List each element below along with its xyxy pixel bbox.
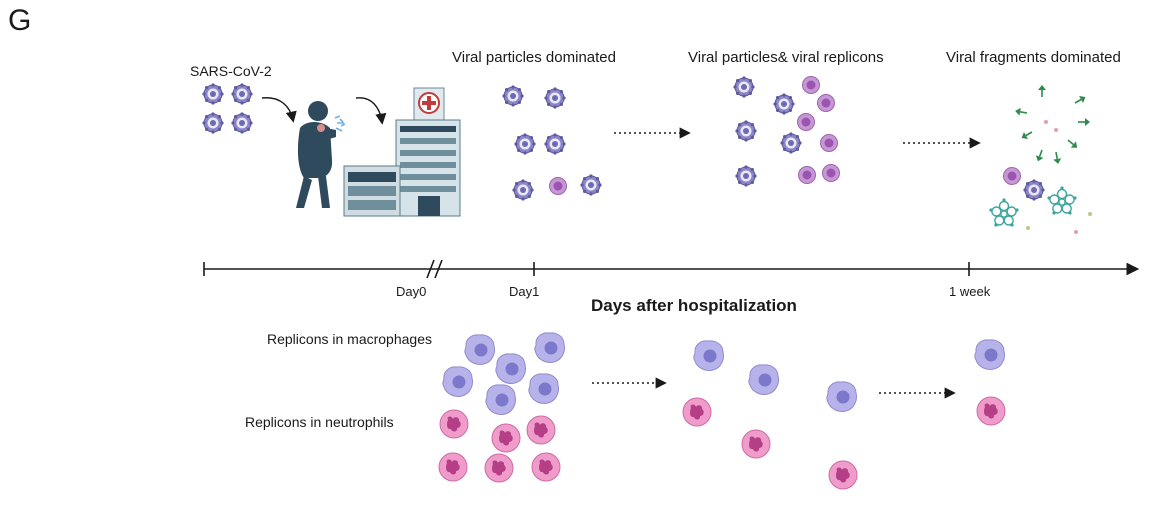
replicon-fragment-icon bbox=[1046, 185, 1078, 216]
virion bbox=[779, 131, 803, 155]
axis-title: Days after hospitalization bbox=[591, 296, 797, 315]
macrophage-icon bbox=[534, 332, 566, 364]
neutrophil-icon bbox=[976, 396, 1006, 426]
tick-label-day0: Day0 bbox=[396, 284, 427, 299]
hospital-icon bbox=[343, 87, 461, 217]
virion bbox=[772, 92, 796, 116]
stage-early-particles bbox=[501, 84, 603, 202]
virion bbox=[201, 111, 225, 135]
macrophage-cluster-early bbox=[442, 332, 566, 416]
axis-break-mark bbox=[426, 259, 435, 279]
macrophage-icon bbox=[528, 373, 560, 405]
tick-label-1-week: 1 week bbox=[949, 284, 991, 299]
macrophage-icon bbox=[748, 364, 780, 396]
infection-arrow bbox=[261, 97, 297, 123]
debris-dot bbox=[1044, 120, 1048, 124]
virion bbox=[230, 111, 254, 135]
virion bbox=[511, 178, 535, 202]
replicon-fragment-icon bbox=[988, 197, 1020, 228]
timeline-axis bbox=[203, 259, 1140, 279]
stage-middle-particles bbox=[732, 75, 840, 188]
spike-fragment-icon bbox=[1037, 84, 1047, 98]
debris-dot bbox=[1054, 128, 1058, 132]
coughing-person-icon bbox=[296, 101, 346, 208]
replicon bbox=[549, 177, 567, 195]
replicon bbox=[802, 76, 820, 94]
neutrophil-icon bbox=[828, 460, 858, 490]
debris-dot bbox=[1074, 230, 1078, 234]
neutrophil-icon bbox=[491, 423, 521, 453]
replicon bbox=[817, 94, 835, 112]
virion bbox=[579, 173, 603, 197]
initial-virions bbox=[201, 82, 254, 135]
virion bbox=[734, 164, 758, 188]
spike-fragment-icon bbox=[1033, 147, 1047, 164]
replicon bbox=[1003, 167, 1021, 185]
neutrophil-cluster-early bbox=[438, 409, 561, 483]
virion bbox=[201, 82, 225, 106]
neutrophil-icon bbox=[741, 429, 771, 459]
tick-label-day1: Day1 bbox=[509, 284, 540, 299]
neutrophil-icon bbox=[682, 397, 712, 427]
virion bbox=[543, 86, 567, 110]
spike-fragment-icon bbox=[1077, 117, 1091, 127]
macrophage-icon bbox=[495, 353, 527, 385]
replicon bbox=[797, 113, 815, 131]
virion bbox=[734, 119, 758, 143]
spike-fragment-icon bbox=[1072, 92, 1089, 108]
macrophage-icon bbox=[485, 384, 517, 416]
virion bbox=[1022, 178, 1046, 202]
debris-dot bbox=[1088, 212, 1092, 216]
macrophage-icon bbox=[693, 340, 725, 372]
stage-label-late: Viral fragments dominated bbox=[946, 49, 1121, 66]
row-label-neutrophils: Replicons in neutrophils bbox=[245, 414, 394, 430]
neutrophil-icon bbox=[439, 409, 469, 439]
spike-fragment-icon bbox=[1018, 127, 1035, 143]
debris-dot bbox=[1026, 226, 1030, 230]
neutrophil-icon bbox=[531, 452, 561, 482]
cell-cluster-middle bbox=[682, 340, 858, 490]
macrophage-icon bbox=[974, 339, 1006, 371]
virion bbox=[513, 132, 537, 156]
virion bbox=[543, 132, 567, 156]
macrophage-icon bbox=[442, 366, 474, 398]
neutrophil-icon bbox=[526, 415, 556, 445]
spike-fragment-icon bbox=[1064, 136, 1081, 152]
replicon bbox=[822, 164, 840, 182]
macrophage-icon bbox=[464, 334, 496, 366]
hospitalization-arrow bbox=[355, 97, 387, 125]
replicon bbox=[820, 134, 838, 152]
virus-label: SARS-CoV-2 bbox=[190, 63, 272, 79]
neutrophil-icon bbox=[484, 453, 514, 483]
virion bbox=[501, 84, 525, 108]
cell-cluster-late bbox=[974, 339, 1006, 426]
replicon bbox=[798, 166, 816, 184]
panel-letter: G bbox=[8, 4, 32, 37]
stage-label-middle: Viral particles& viral replicons bbox=[688, 49, 884, 66]
row-label-macrophages: Replicons in macrophages bbox=[267, 331, 432, 347]
virion bbox=[732, 75, 756, 99]
macrophage-icon bbox=[826, 381, 858, 413]
stage-late-fragments bbox=[988, 84, 1092, 234]
virion bbox=[230, 82, 254, 106]
spike-fragment-icon bbox=[1013, 106, 1029, 118]
stage-label-early: Viral particles dominated bbox=[452, 49, 616, 66]
spike-fragment-icon bbox=[1051, 150, 1063, 166]
neutrophil-icon bbox=[438, 452, 468, 482]
axis-break-mark bbox=[434, 259, 443, 279]
